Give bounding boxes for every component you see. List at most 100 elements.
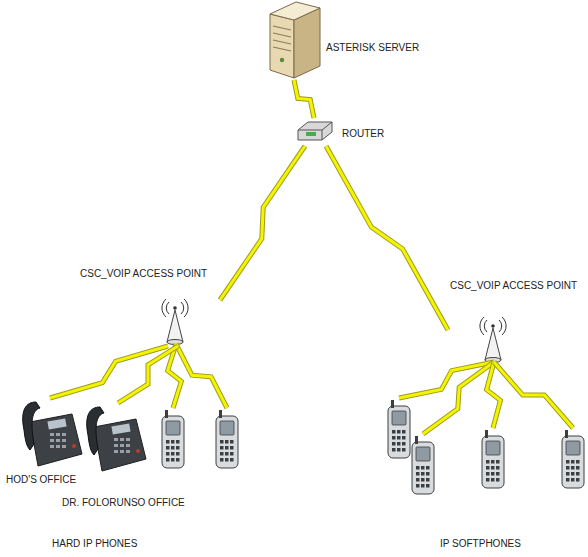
mobile-key	[566, 460, 570, 464]
mobile-key	[230, 458, 234, 462]
bolt-outline	[118, 346, 178, 403]
bolt-fill	[423, 362, 494, 434]
mobile-phone-icon	[162, 410, 184, 468]
mobile-key	[491, 466, 495, 470]
bolt-fill	[118, 346, 178, 403]
wireless-link	[487, 362, 501, 428]
mobile-key	[171, 440, 175, 444]
wireless-link	[176, 344, 227, 408]
desk-phone-node: HOD'S OFFICE	[4, 398, 88, 488]
mobile-key	[571, 466, 575, 470]
mobile-key	[426, 466, 430, 470]
phone-key	[56, 433, 60, 436]
phone-key	[50, 433, 54, 436]
antenna-tip	[491, 324, 495, 328]
server-icon	[270, 2, 320, 78]
bolt-fill	[487, 362, 501, 428]
mobile-phone-icon	[562, 430, 584, 488]
access-point-icon	[480, 317, 506, 363]
mobile-key	[421, 484, 425, 488]
mobile-key	[576, 466, 580, 470]
mobile-antenna	[219, 410, 222, 418]
bolt-outline	[487, 362, 501, 428]
bolt-outline	[494, 362, 573, 428]
mobile-body	[482, 436, 504, 488]
group-label: HARD IP PHONES	[52, 538, 137, 550]
mobile-key	[571, 478, 575, 482]
mobile-key	[426, 472, 430, 476]
phone-key	[126, 450, 130, 453]
mobile-key	[571, 460, 575, 464]
access-point-node: CSC_VOIP ACCESS POINT	[78, 266, 220, 346]
mobile-body	[412, 442, 434, 494]
server-node: ASTERISK SERVER	[266, 2, 423, 80]
phone-key	[62, 439, 66, 442]
mobile-key	[230, 452, 234, 456]
desk-phone-icon	[87, 407, 146, 471]
mobile-key	[402, 448, 406, 452]
mobile-key	[566, 466, 570, 470]
signal-arc	[484, 320, 487, 332]
mobile-key	[166, 440, 170, 444]
bolt-outline	[399, 362, 494, 398]
wireless-link	[494, 362, 573, 428]
network-link	[118, 346, 178, 403]
phone-light	[136, 449, 140, 453]
antenna-mast	[485, 328, 501, 360]
router-light	[306, 132, 316, 136]
mobile-key	[171, 458, 175, 462]
mobile-key	[166, 446, 170, 450]
mobile-key	[402, 430, 406, 434]
antenna-tip	[173, 306, 177, 310]
mobile-key	[166, 458, 170, 462]
antenna-mast	[167, 310, 183, 342]
mobile-key	[426, 478, 430, 482]
node-label: CSC_VOIP ACCESS POINT	[80, 268, 207, 280]
phone-display	[47, 418, 66, 429]
mobile-key	[225, 452, 229, 456]
mobile-key	[225, 440, 229, 444]
node-label: ROUTER	[342, 128, 384, 140]
phone-key	[120, 444, 124, 447]
phone-key	[120, 450, 124, 453]
mobile-key	[397, 448, 401, 452]
network-link	[294, 80, 314, 118]
signal-arc	[480, 317, 484, 335]
router-edge	[322, 122, 332, 130]
mobile-key	[176, 458, 180, 462]
mobile-phone-icon	[388, 400, 410, 458]
mobile-key	[225, 446, 229, 450]
phone-key	[62, 445, 66, 448]
mobile-body	[562, 436, 584, 488]
mobile-antenna	[565, 430, 568, 438]
mobile-phone-icon	[412, 436, 434, 494]
mobile-key	[426, 484, 430, 488]
mobile-key	[176, 440, 180, 444]
signal-arc	[184, 299, 188, 317]
bolt-outline	[220, 146, 305, 300]
network-link	[220, 146, 305, 300]
server-front	[270, 14, 294, 78]
mobile-key	[220, 446, 224, 450]
router-icon	[298, 122, 332, 140]
router-edge	[298, 130, 322, 131]
mobile-key	[421, 478, 425, 482]
mobile-key	[576, 478, 580, 482]
bolt-fill	[220, 146, 305, 300]
power-light	[280, 58, 284, 62]
drive-bay	[273, 33, 291, 37]
mobile-key	[566, 478, 570, 482]
node-label: ASTERISK SERVER	[326, 42, 419, 54]
mobile-key	[171, 452, 175, 456]
mobile-body	[162, 416, 184, 468]
mobile-key	[486, 460, 490, 464]
signal-arc	[166, 302, 169, 314]
bolt-outline	[423, 362, 494, 434]
drive-bay	[273, 40, 291, 44]
mobile-key	[486, 472, 490, 476]
mobile-body	[216, 416, 238, 468]
mobile-key	[566, 472, 570, 476]
phone-key	[56, 439, 60, 442]
bolt-fill	[294, 80, 314, 118]
